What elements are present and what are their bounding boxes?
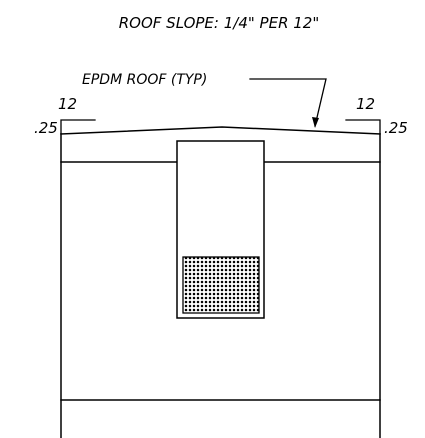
epdm-leader-arrow bbox=[312, 117, 319, 128]
left-slope-triangle bbox=[60, 119, 96, 134]
left-slope-rise: .25 bbox=[34, 119, 58, 137]
right-slope-run: 12 bbox=[356, 95, 375, 113]
roof-line bbox=[60, 126, 381, 135]
left-slope-run: 12 bbox=[58, 95, 77, 113]
right-slope-rise: .25 bbox=[384, 119, 408, 137]
right-slope-triangle bbox=[345, 119, 381, 134]
epdm-callout-label: EPDM ROOF (TYP) bbox=[82, 72, 207, 88]
epdm-leader-line bbox=[249, 78, 327, 127]
roof-slope-title: ROOF SLOPE: 1/4" PER 12" bbox=[119, 14, 320, 32]
louver-vent-panel bbox=[182, 256, 260, 314]
